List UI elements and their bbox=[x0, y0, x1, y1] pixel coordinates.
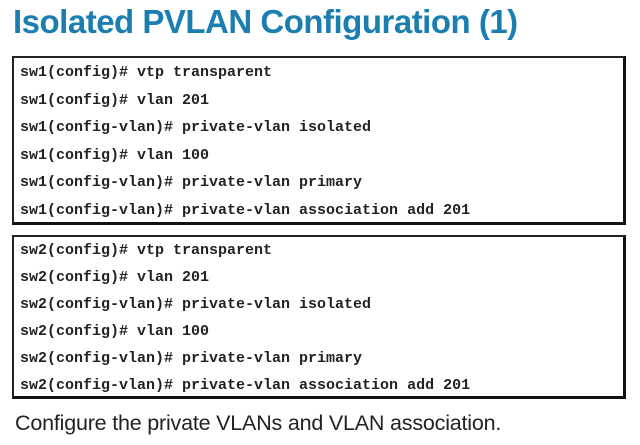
config-line: sw1(config)# vlan 100 bbox=[20, 146, 210, 164]
config-line: sw2(config-vlan)# private-vlan associati… bbox=[20, 377, 471, 394]
config-line: sw1(config)# vtp transparent bbox=[20, 64, 273, 81]
config-line: sw2(config)# vlan 100 bbox=[20, 323, 210, 340]
sw2-config-block: sw2(config)# vtp transparent sw2(config)… bbox=[12, 235, 626, 399]
sw1-config-block: sw1(config)# vtp transparent sw1(config)… bbox=[12, 56, 626, 225]
config-line: sw2(config)# vtp transparent bbox=[20, 242, 273, 259]
config-line: sw1(config-vlan)# private-vlan primary bbox=[20, 174, 363, 192]
caption: Configure the private VLANs and VLAN ass… bbox=[15, 411, 502, 435]
config-line: sw1(config-vlan)# private-vlan isolated bbox=[20, 119, 372, 137]
config-line: sw1(config)# vlan 201 bbox=[20, 91, 210, 109]
config-line: sw2(config)# vlan 201 bbox=[20, 269, 210, 286]
config-line: sw1(config-vlan)# private-vlan associati… bbox=[20, 201, 471, 219]
config-line: sw2(config-vlan)# private-vlan isolated bbox=[20, 296, 372, 313]
page-title: Isolated PVLAN Configuration (1) bbox=[13, 3, 518, 40]
config-line: sw2(config-vlan)# private-vlan primary bbox=[20, 350, 363, 367]
